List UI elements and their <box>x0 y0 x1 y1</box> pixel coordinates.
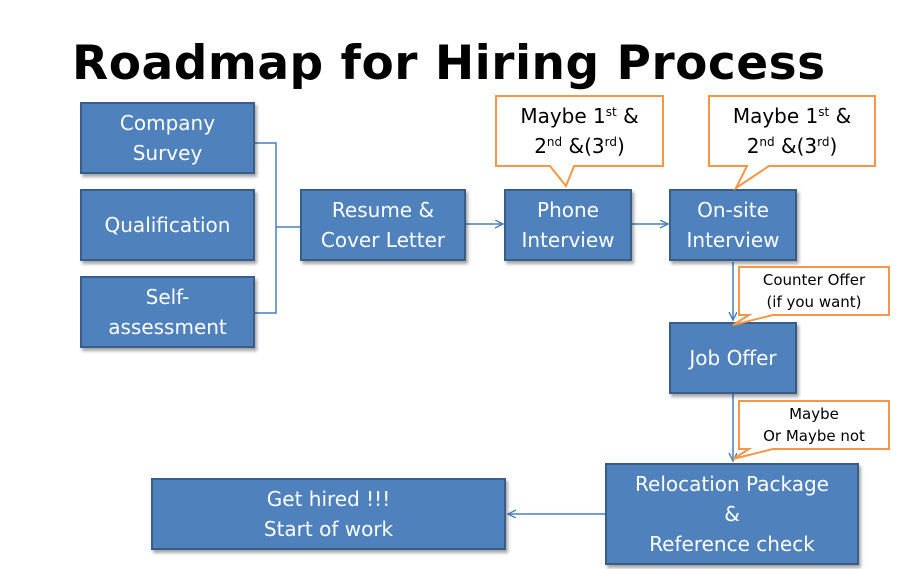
callout-counter-offer-line2: (if you want) <box>766 293 862 311</box>
box-relocation-line2: & <box>724 502 740 526</box>
callout-maybe-line1: Maybe <box>789 405 839 423</box>
callout-counter-offer-line1: Counter Offer <box>762 271 866 289</box>
box-job-offer: Job Offer <box>669 322 797 394</box>
box-job-offer-label: Job Offer <box>689 346 777 370</box>
callout-phone-rounds: Maybe 1st & 2nd &(3rd) <box>495 95 664 188</box>
callout-onsite-rounds: Maybe 1st & 2nd &(3rd) <box>708 95 876 191</box>
box-resume: Resume & Cover Letter <box>300 189 466 261</box>
box-qualification-label: Qualification <box>104 213 231 237</box>
callout-phone-shape <box>495 95 664 188</box>
box-relocation: Relocation Package & Reference check <box>605 463 859 565</box>
bracket-connector <box>255 142 300 314</box>
box-resume-line1: Resume & <box>331 198 435 222</box>
box-self-assessment-line2: assessment <box>108 315 227 339</box>
box-self-assessment: Self- assessment <box>80 276 255 348</box>
box-resume-line2: Cover Letter <box>320 228 446 252</box>
callout-counter-offer-shape <box>732 266 890 326</box>
box-qualification: Qualification <box>80 189 255 261</box>
callout-maybe-shape <box>732 400 890 460</box>
callout-phone-line2: 2nd &(3rd) <box>534 134 625 158</box>
callout-maybe-line2: Or Maybe not <box>763 427 865 445</box>
callout-phone-line1: Maybe 1st & <box>520 104 639 128</box>
callout-maybe: Maybe Or Maybe not <box>732 400 890 460</box>
box-relocation-line3: Reference check <box>649 532 815 556</box>
box-company-survey: Company Survey <box>80 102 255 174</box>
callout-counter-offer: Counter Offer (if you want) <box>732 266 890 326</box>
callout-onsite-line1: Maybe 1st & <box>732 104 852 128</box>
box-get-hired-line2: Start of work <box>263 517 394 541</box>
box-relocation-line1: Relocation Package <box>635 472 829 496</box>
box-company-survey-line1: Company <box>119 111 216 135</box>
box-get-hired-line1: Get hired !!! <box>266 487 391 511</box>
page-title: Roadmap for Hiring Process <box>72 36 826 91</box>
box-phone-interview: Phone Interview <box>504 189 632 261</box>
box-onsite-interview: On-site Interview <box>669 189 797 261</box>
box-phone-line2: Interview <box>521 228 615 252</box>
box-onsite-line2: Interview <box>686 228 780 252</box>
box-get-hired: Get hired !!! Start of work <box>151 478 506 550</box>
callout-onsite-line2: 2nd &(3rd) <box>746 134 838 158</box>
box-company-survey-line2: Survey <box>132 141 203 165</box>
box-onsite-line1: On-site <box>697 198 769 222</box>
callout-onsite-shape <box>708 95 876 191</box>
box-phone-line1: Phone <box>537 198 599 222</box>
box-self-assessment-line1: Self- <box>145 285 190 309</box>
